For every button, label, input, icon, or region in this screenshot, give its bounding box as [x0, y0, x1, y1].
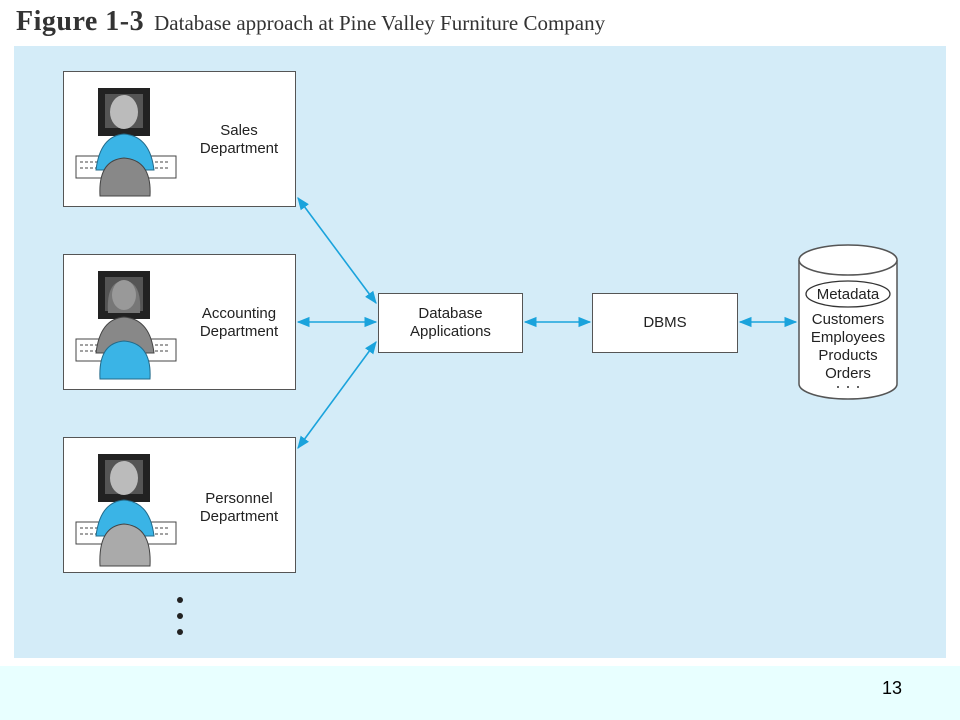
computer-user-icon [75, 271, 177, 380]
dept-line2: Department [199, 140, 279, 157]
sales-department-label: Sales Department [184, 122, 294, 158]
accounting-department-box: Accounting Department [63, 254, 296, 390]
figure-title: Figure 1-3 Database approach at Pine Vall… [16, 6, 605, 38]
personnel-department-box: Personnel Department [63, 437, 296, 573]
figure-label: Figure 1-3 [16, 6, 145, 37]
database-item-products: Products [818, 347, 878, 364]
arrow-sales-applications [297, 196, 377, 305]
dbms-label: DBMS [643, 314, 687, 331]
ellipsis-dots [177, 597, 183, 635]
database-item-orders: Orders [825, 365, 871, 382]
dept-line1: Accounting [201, 305, 277, 322]
database-item-employees: Employees [810, 329, 886, 346]
applications-line2: Applications [410, 323, 491, 340]
database-item-customers: Customers [811, 311, 885, 328]
applications-line1: Database [418, 305, 483, 322]
page-number: 13 [881, 678, 902, 698]
dept-line2: Department [199, 323, 279, 340]
dept-line1: Sales [220, 122, 258, 139]
dept-line2: Department [199, 508, 279, 525]
metadata-label: Metadata [816, 285, 880, 303]
dept-line1: Personnel [205, 490, 273, 507]
arrow-personnel-applications [297, 340, 377, 450]
computer-user-icon [75, 454, 177, 567]
personnel-department-label: Personnel Department [184, 490, 294, 526]
database-applications-box: Database Applications [378, 293, 523, 353]
accounting-department-label: Accounting Department [184, 305, 294, 341]
database-cylinder-icon [798, 244, 898, 400]
slide-footer: 13 [0, 666, 960, 720]
computer-user-icon [75, 88, 177, 197]
dbms-box: DBMS [592, 293, 738, 353]
figure-caption: Database approach at Pine Valley Furnitu… [154, 11, 606, 35]
sales-department-box: Sales Department [63, 71, 296, 207]
